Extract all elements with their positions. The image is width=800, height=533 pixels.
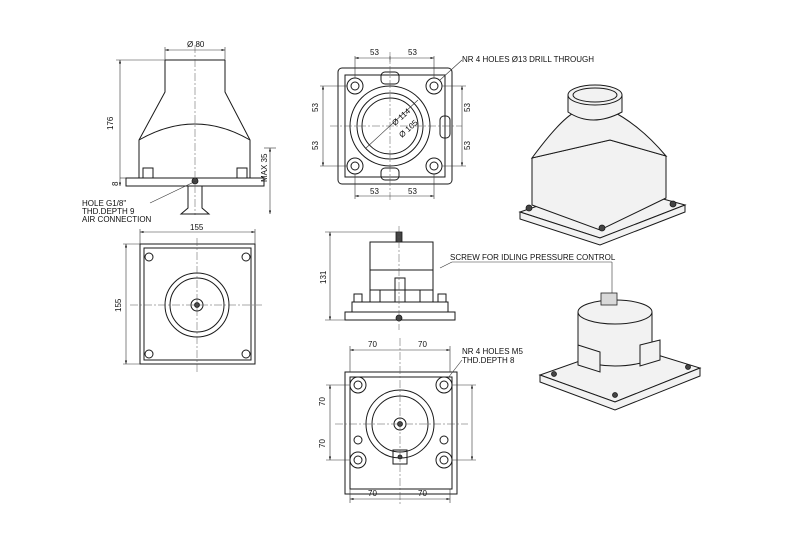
front-dim-max: MAX 35 [260, 153, 269, 182]
top-dim-bottom-right: 53 [408, 187, 417, 196]
front-note-line-2: THD.DEPTH 9 [82, 207, 135, 216]
bottom-dim-bottom-left: 70 [368, 489, 377, 498]
bottom-dim-bottom-right: 70 [418, 489, 427, 498]
bottom-dim-left-bottom: 70 [318, 439, 327, 448]
bottom-dim-left-top: 70 [318, 397, 327, 406]
top-dim-right-top: 53 [463, 103, 472, 112]
base-dim-height: 155 [114, 298, 123, 312]
front-dim-height: 176 [106, 116, 115, 130]
bottom-note-line-2: THD.DEPTH 8 [462, 356, 515, 365]
front-note-line-3: AIR CONNECTION [82, 215, 152, 224]
side-elevation-view: 131 SCREW FOR IDLING PRESSURE CONTROL [319, 226, 616, 330]
front-note-line-1: HOLE G1/8" [82, 199, 126, 208]
base-dim-width: 155 [190, 223, 204, 232]
side-dim-height: 131 [319, 270, 328, 284]
bottom-dim-top-right: 70 [418, 340, 427, 349]
isometric-view-2 [538, 262, 702, 411]
top-plan-view: 53 53 53 53 53 53 53 53 Ø 114 Ø 105 NR 4… [311, 48, 594, 200]
bottom-note-line-1: NR 4 HOLES M5 [462, 347, 523, 356]
top-dim-right-bottom: 53 [463, 141, 472, 150]
isometric-view-1 [518, 84, 687, 246]
top-note: NR 4 HOLES Ø13 DRILL THROUGH [462, 55, 594, 64]
front-elevation-view: Ø 80 176 8 MAX 35 HOLE G1/8" THD.DEPTH 9… [82, 40, 276, 224]
front-dim-small: 8 [111, 181, 120, 186]
base-plan-view: 155 155 [114, 223, 262, 372]
top-dim-bottom-left: 53 [370, 187, 379, 196]
front-dim-diameter: Ø 80 [187, 40, 205, 49]
top-dim-top-left: 53 [370, 48, 379, 57]
bottom-dim-top-left: 70 [368, 340, 377, 349]
top-dim-left-bottom: 53 [311, 141, 320, 150]
side-note: SCREW FOR IDLING PRESSURE CONTROL [450, 253, 616, 262]
top-dim-top-right: 53 [408, 48, 417, 57]
top-dim-left-top: 53 [311, 103, 320, 112]
bottom-plan-view: 70 70 70 70 70 70 NR 4 HOLES M5 THD.DEPT… [318, 338, 523, 505]
